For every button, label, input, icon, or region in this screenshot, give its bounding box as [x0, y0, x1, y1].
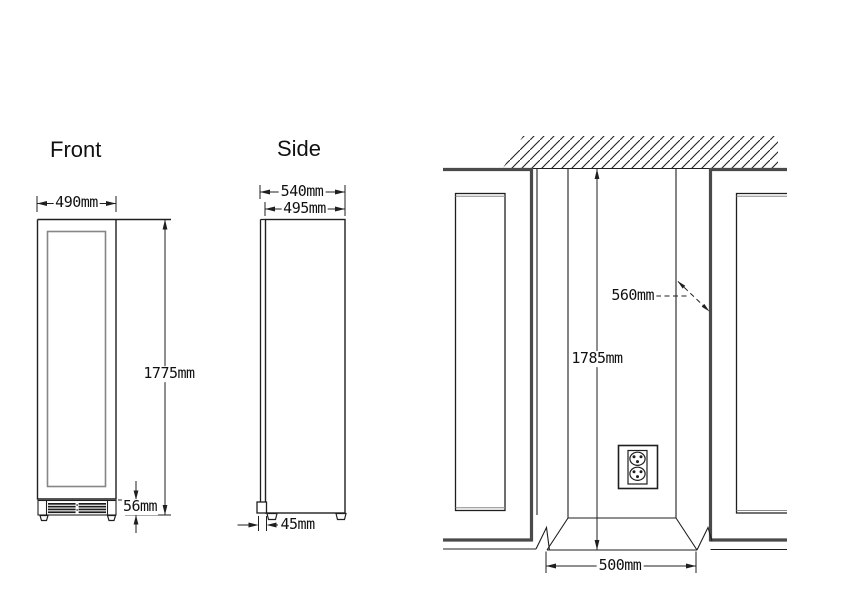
niche-floor	[546, 517, 698, 551]
side-depth-total-dimension-label: 540mm	[278, 181, 326, 200]
front-view-title: Front	[50, 137, 102, 162]
niche-depth-dimension-label: 560mm	[609, 285, 656, 304]
niche-width-dimension-label: 500mm	[596, 555, 644, 574]
front-door-glass	[46, 230, 107, 488]
front-plinth-corner-dividers	[45, 500, 109, 515]
front-feet	[39, 514, 117, 522]
front-width-dimension	[36, 196, 117, 212]
right-cabinet-panel-hairlines	[736, 195, 787, 511]
left-cabinet-panel	[454, 192, 506, 512]
side-feet	[266, 512, 347, 521]
ground-lines	[443, 525, 787, 551]
side-view-drawing	[237, 185, 347, 531]
power-outlet-icon	[617, 444, 659, 490]
side-view-title: Side	[277, 136, 322, 161]
side-door-bottom-block	[256, 501, 268, 514]
ceiling-hatch	[503, 136, 778, 168]
niche-depth-leader	[656, 281, 710, 312]
cabinet-thick-edges	[443, 167, 787, 542]
side-door-line	[259, 218, 266, 502]
front-plinth-dimension-label: 56mm	[121, 497, 159, 516]
front-width-dimension-label: 490mm	[53, 193, 100, 212]
side-depth-total-dimension	[259, 185, 346, 216]
niche-back-wall	[567, 168, 677, 519]
left-cabinet-panel-hairlines	[455, 195, 505, 509]
front-height-dimension-label: 1775mm	[141, 364, 197, 383]
side-door-thickness-dimension	[237, 516, 278, 531]
side-body-outline	[264, 218, 346, 514]
front-vent-center-divider	[75, 502, 79, 515]
front-cabinet-outline	[36, 219, 117, 500]
niche-view-drawing	[443, 136, 787, 573]
side-door-thickness-dimension-label: 45mm	[278, 515, 317, 534]
niche-height-dimension-label: 1785mm	[569, 349, 625, 368]
right-cabinet-panel	[735, 192, 787, 514]
side-depth-body-dimension-label: 495mm	[281, 198, 328, 217]
